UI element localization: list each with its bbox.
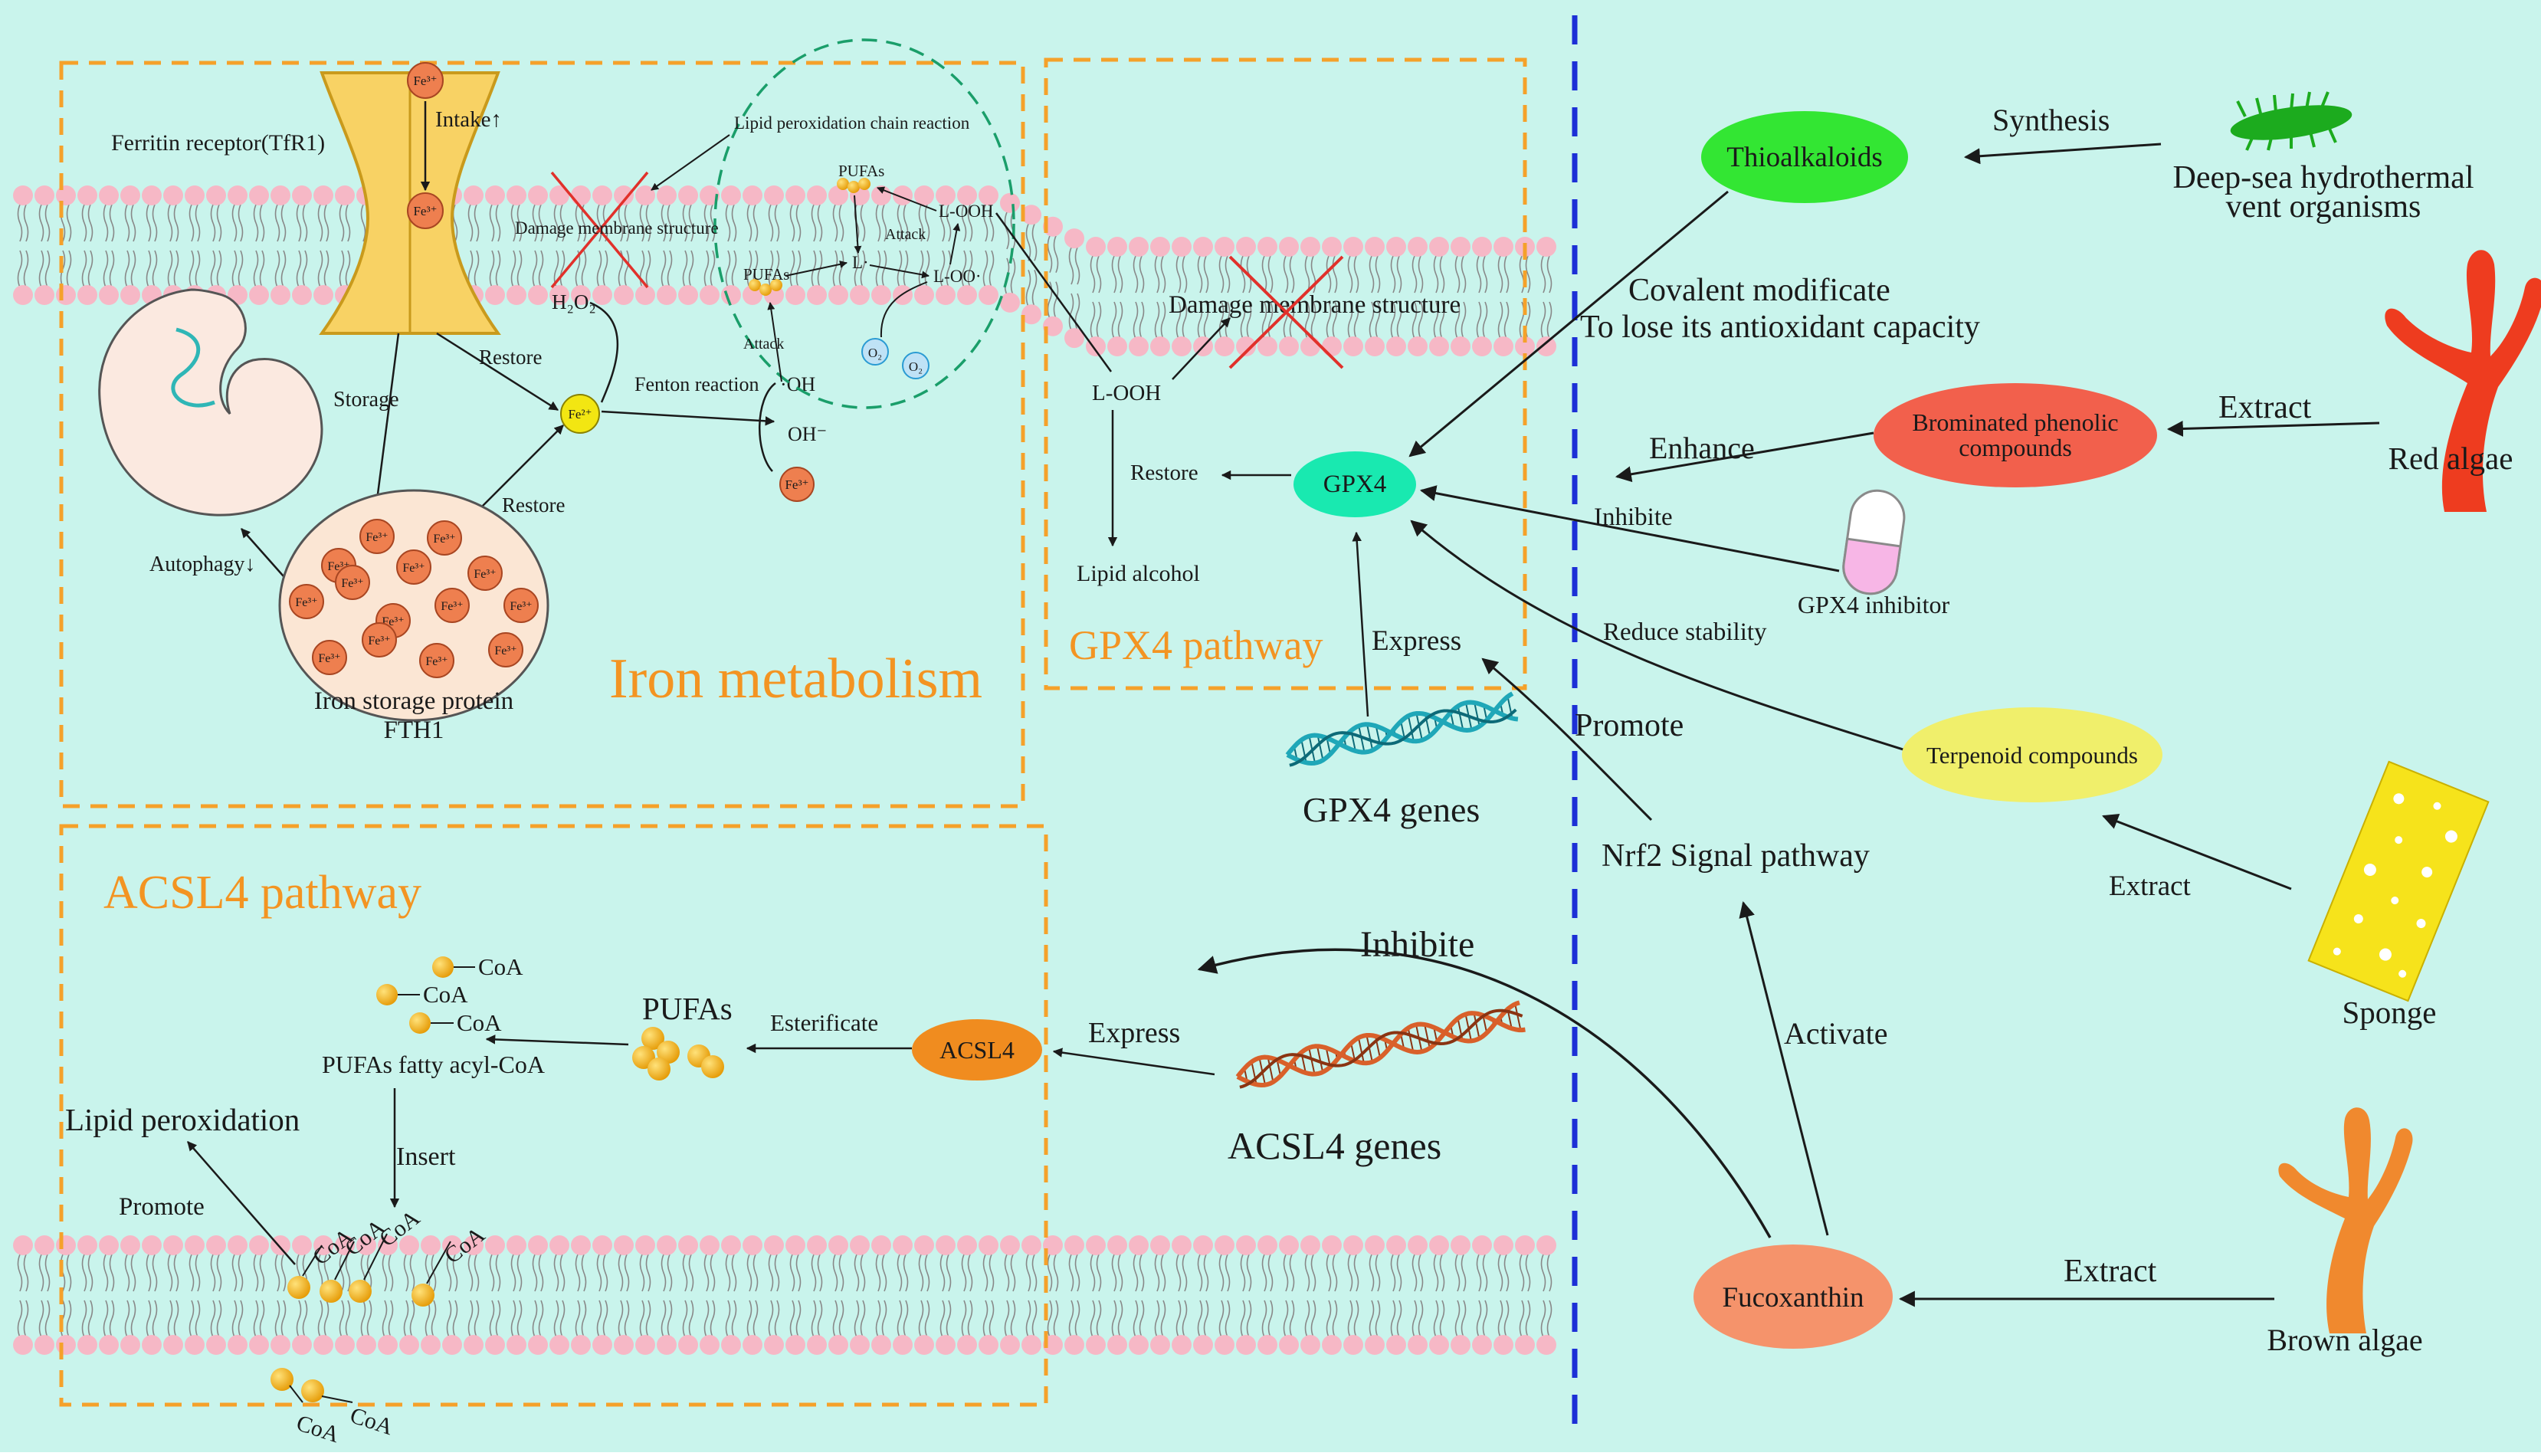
nrf2-label: Nrf2 Signal pathway <box>1602 838 1870 874</box>
hydroxide-label: OH⁻ <box>788 423 827 445</box>
extract-sponge-label: Extract <box>2109 871 2192 902</box>
fth1-label-line1: Iron storage protein <box>314 687 513 715</box>
svg-text:Fe³⁺: Fe³⁺ <box>402 562 425 575</box>
covalent-label-line1: Covalent modificate <box>1628 273 1890 308</box>
intake-label: Intake↑ <box>435 107 502 132</box>
fatty-acyl-coa-label: PUFAs fatty acyl-CoA <box>322 1051 545 1078</box>
brominated-label-line2: compounds <box>1959 434 2072 461</box>
o2-label-2: O₂ <box>909 359 923 374</box>
brominated-label-line1: Brominated phenolic <box>1912 408 2118 436</box>
fth1-label-line2: FTH1 <box>384 717 444 744</box>
svg-text:Fe³⁺: Fe³⁺ <box>425 655 448 668</box>
brown-algae-label: Brown algae <box>2267 1323 2422 1357</box>
coa-label-3: CoA <box>457 1009 502 1036</box>
coa-label-1: CoA <box>478 953 523 980</box>
thioalkaloids-label: Thioalkaloids <box>1726 142 1882 173</box>
svg-text:Fe³⁺: Fe³⁺ <box>474 568 496 581</box>
fe3-channel-label: Fe³⁺ <box>413 204 437 218</box>
enhance-label: Enhance <box>1649 431 1755 465</box>
svg-text:Fe³⁺: Fe³⁺ <box>368 635 390 648</box>
gpx-restore-label: Restore <box>1130 461 1198 485</box>
svg-text:Fe³⁺: Fe³⁺ <box>441 600 463 613</box>
inhibite-label: Inhibite <box>1594 503 1673 531</box>
svg-text:Fe³⁺: Fe³⁺ <box>366 531 388 544</box>
svg-text:Fe³⁺: Fe³⁺ <box>510 600 532 613</box>
looh-chain-label: L-OOH <box>939 202 994 221</box>
stored-fe3-ion: Fe³⁺ <box>428 521 461 555</box>
hydroxyl-radical-label: ·OH <box>780 373 815 395</box>
esterificate-label: Esterificate <box>770 1009 878 1036</box>
svg-text:Fe³⁺: Fe³⁺ <box>295 596 317 609</box>
attack-upper-label: Attack <box>885 226 926 243</box>
acsl4-express-label: Express <box>1088 1017 1180 1049</box>
storage-label: Storage <box>333 388 399 412</box>
loo-label: L-OO· <box>933 267 982 286</box>
gpx4-express-label: Express <box>1372 625 1461 657</box>
pufas-top-label: PUFAs <box>838 162 884 180</box>
stored-fe3-ion: Fe³⁺ <box>362 623 396 657</box>
stored-fe3-ion: Fe³⁺ <box>397 550 431 584</box>
fucoxanthin-label: Fucoxanthin <box>1723 1282 1864 1313</box>
activate-label: Activate <box>1784 1016 1888 1051</box>
extract-red-label: Extract <box>2218 390 2312 425</box>
o2-label-1: O₂ <box>868 346 882 360</box>
stored-fe3-ion: Fe³⁺ <box>360 520 394 553</box>
stored-fe3-ion: Fe³⁺ <box>489 633 523 667</box>
h2o2-label: H₂O₂ <box>552 290 596 313</box>
gpx-looh-label: L-OOH <box>1092 381 1161 405</box>
vent-organisms-line2: vent organisms <box>2226 189 2421 225</box>
fe3-intake-label: Fe³⁺ <box>413 74 437 88</box>
stored-fe3-ion: Fe³⁺ <box>290 585 323 618</box>
gpx-damage-label: Damage membrane structure <box>1169 291 1461 319</box>
lipid-radical-label: L· <box>852 253 869 272</box>
reduce-stability-label: Reduce stability <box>1603 618 1767 646</box>
covalent-label-line2: To lose its antioxidant capacity <box>1580 310 1980 345</box>
ferritin-receptor-label: Ferritin receptor(TfR1) <box>111 130 325 156</box>
chain-reaction-label: Lipid peroxidation chain reaction <box>734 113 970 133</box>
autophagy-label: Autophagy↓ <box>149 553 255 576</box>
damage-membrane-label: Damage membrane structure <box>515 218 719 238</box>
gpx4-inhibitor-label: GPX4 inhibitor <box>1798 591 1950 618</box>
gpx4-pathway-title: GPX4 pathway <box>1069 622 1323 668</box>
coa-label-2: CoA <box>423 981 468 1008</box>
svg-text:Fe³⁺: Fe³⁺ <box>318 652 340 665</box>
gpx4-genes-label: GPX4 genes <box>1303 790 1480 829</box>
acsl4-genes-label: ACSL4 genes <box>1228 1124 1441 1167</box>
acsl4-node-label: ACSL4 <box>939 1036 1015 1064</box>
lipid-alcohol-label: Lipid alcohol <box>1077 561 1200 586</box>
iron-metabolism-title: Iron metabolism <box>609 648 982 710</box>
stored-fe3-ion: Fe³⁺ <box>504 589 538 622</box>
pufas-left-label: PUFAs <box>743 265 789 284</box>
gpx4-node-label: GPX4 <box>1323 471 1387 498</box>
promote-label: Promote <box>1575 708 1684 743</box>
sponge-label: Sponge <box>2343 995 2437 1030</box>
fenton-label: Fenton reaction <box>634 373 759 395</box>
terpenoid-label: Terpenoid compounds <box>1926 742 2138 769</box>
synthesis-label: Synthesis <box>1992 103 2110 137</box>
acsl4-pathway-title: ACSL4 pathway <box>103 867 421 919</box>
extract-brown-label: Extract <box>2064 1254 2157 1289</box>
stored-fe3-ion: Fe³⁺ <box>468 556 502 590</box>
svg-text:Fe³⁺: Fe³⁺ <box>494 644 516 657</box>
fe3-product-label: Fe³⁺ <box>785 477 808 492</box>
inhibite-big-label: Inhibite <box>1360 924 1474 965</box>
stored-fe3-ion: Fe³⁺ <box>313 641 346 674</box>
restore-lower-label: Restore <box>502 494 565 516</box>
insert-label: Insert <box>396 1143 456 1171</box>
attack-lower-label: Attack <box>743 336 784 353</box>
acsl-promote-label: Promote <box>119 1193 205 1221</box>
acsl-pufas-label: PUFAs <box>642 991 733 1026</box>
stored-fe3-ion: Fe³⁺ <box>420 644 454 677</box>
stored-fe3-ion: Fe³⁺ <box>435 589 469 622</box>
red-algae-label: Red algae <box>2389 441 2513 476</box>
fe2-label: Fe²⁺ <box>568 407 592 421</box>
restore-upper-label: Restore <box>479 346 542 369</box>
svg-text:Fe³⁺: Fe³⁺ <box>433 533 455 546</box>
svg-text:Fe³⁺: Fe³⁺ <box>341 577 363 590</box>
lipid-peroxidation-label: Lipid peroxidation <box>65 1102 300 1137</box>
stored-fe3-ion: Fe³⁺ <box>336 566 369 599</box>
